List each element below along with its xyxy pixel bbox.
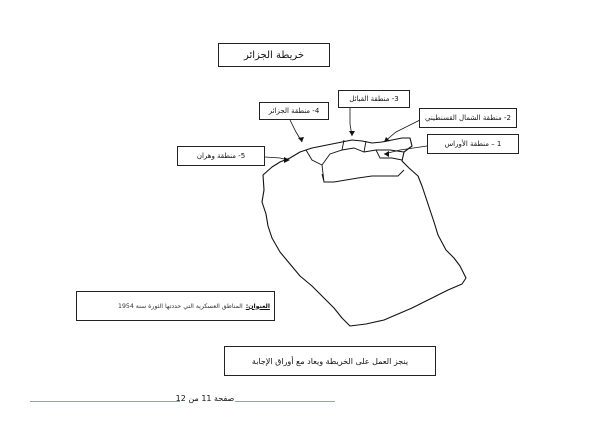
arrow-r1: [384, 151, 389, 157]
algeria-outline: [261, 137, 467, 327]
arrow-r3: [349, 131, 355, 136]
arrow-r5: [284, 157, 290, 163]
region-label-oran: 5- منطقة وهران: [177, 146, 265, 166]
arrow-r2: [384, 137, 390, 142]
region-label-kabylie: 3- منطقة القبائل: [338, 90, 410, 108]
map-legend: العنوان: المناطق العسكرية التي حددتها ال…: [76, 291, 275, 321]
footer-rule-left: [30, 401, 180, 402]
page-number: صفحة 11 من 12: [175, 394, 235, 403]
region-label-algiers: 4- منطقة الجزائر: [259, 102, 329, 120]
leader-r1: [383, 145, 428, 155]
region-label-aures: 1 – منطقة الأوراس: [427, 134, 519, 154]
leader-r2: [383, 119, 421, 143]
leader-arrows: [284, 131, 390, 163]
legend-text: المناطق العسكرية التي حددتها الثورة سنة …: [118, 302, 243, 310]
footer-rule-right: [235, 401, 335, 402]
map-title: خريطة الجزائر: [218, 43, 330, 67]
zone-borders: [305, 139, 405, 183]
legend-label: العنوان:: [245, 302, 270, 310]
arrow-r4: [298, 137, 304, 142]
region-label-north-constantine: 2- منطقة الشمال القسنطيني: [419, 108, 517, 128]
instruction-note: ينجز العمل على الخريطة ويعاد مع أوراق ال…: [224, 346, 436, 376]
